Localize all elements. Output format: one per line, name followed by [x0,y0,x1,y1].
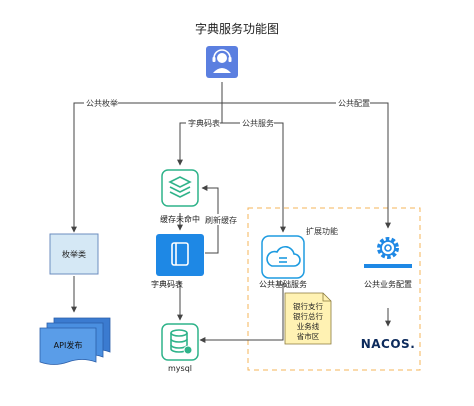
cache-miss-label: 缓存未命中 [160,214,200,224]
dict-code-table-label: 字典码表 [151,279,183,289]
api-publish-node[interactable]: API发布 [39,317,111,365]
edge-base-mysql [199,282,284,343]
mysql-label: mysql [168,364,192,373]
public-base-service-node[interactable] [261,235,305,279]
note-line: 银行总行 [293,311,323,321]
extension-group-box [247,207,421,371]
edge-dict-code-table [177,122,222,166]
public-base-service-label: 公共基础服务 [259,279,307,289]
extension-group-label: 扩展功能 [306,226,338,236]
edge-public-enum [71,102,222,233]
layers-icon [168,176,192,198]
label-dict-code-table: 字典码表 [188,118,220,128]
edge-public-config [222,102,391,229]
enum-class-label: 枚举类 [62,249,86,259]
cloud-icon [266,246,301,267]
label-public-config: 公共配置 [338,99,370,108]
connectors [71,82,391,343]
config-bar [364,264,412,268]
note-line: 银行支行 [293,301,323,311]
label-public-enum: 公共枚举 [86,98,118,108]
api-publish-label: API发布 [54,340,83,350]
public-business-config-label: 公共业务配置 [364,279,412,289]
cache-node[interactable] [161,169,199,207]
label-public-service: 公共服务 [242,118,274,128]
headset-user-icon [212,49,232,73]
nacos-logo: NACOS. [361,337,416,351]
user-node[interactable] [206,46,238,78]
database-icon [170,329,193,355]
note-line: 省市区 [297,331,320,341]
book-icon [171,242,189,266]
dict-types-note: 银行支行 银行总行 业务线 省市区 [284,292,332,345]
dict-code-table-node[interactable] [156,234,204,276]
label-refresh-cache: 刷新缓存 [205,215,237,225]
enum-class-node[interactable]: 枚举类 [49,233,99,275]
note-line: 业务线 [297,321,320,331]
gear-icon [377,237,399,259]
public-business-config-node[interactable] [364,237,412,268]
mysql-node[interactable] [161,323,199,361]
diagram-title: 字典服务功能图 [195,21,279,36]
